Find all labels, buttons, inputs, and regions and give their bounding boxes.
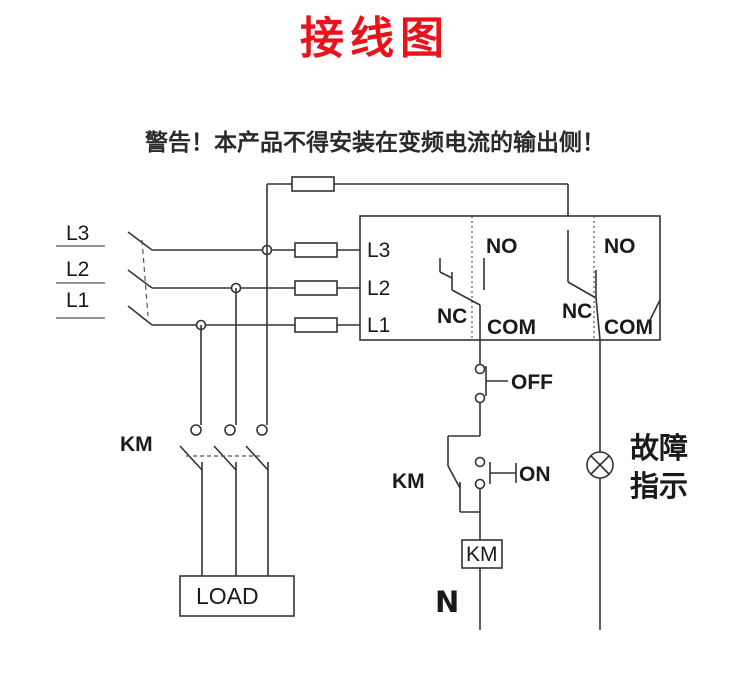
- on-terminal-bottom: [474, 478, 486, 490]
- km-aux-label: KM: [392, 470, 425, 493]
- on-label: ON: [519, 463, 551, 486]
- diagram-title: 接线图: [300, 13, 450, 64]
- phase-lines: [127, 231, 295, 326]
- fuse-top: [291, 176, 335, 192]
- fault-indicator: 故障 指示: [586, 340, 688, 630]
- fault-label-line2: 指示: [630, 469, 688, 503]
- breaker-switch-l1: [127, 305, 153, 326]
- fuse-l3: [294, 242, 338, 258]
- km-hold-contact: [447, 465, 461, 489]
- breaker-link: [141, 239, 149, 317]
- breaker-switch-l2: [127, 269, 153, 289]
- phase-label-l3: L3: [66, 222, 89, 245]
- com-wire-right-upper: [595, 297, 601, 341]
- fault-label-line1: 故障: [630, 431, 688, 465]
- fuses: [291, 176, 363, 333]
- km-contact-3: [245, 445, 269, 471]
- off-terminal-bottom: [474, 392, 486, 404]
- contact-com-left: COM: [487, 316, 536, 339]
- contact-no-right: NO: [604, 235, 636, 258]
- km-main-label: KM: [120, 433, 153, 456]
- km-terminal: [224, 424, 236, 436]
- relay-box: [359, 215, 661, 341]
- km-terminal: [256, 424, 268, 436]
- top-bus: [200, 183, 569, 425]
- warning-text: 警告！本产品不得安装在变频电流的输出侧！: [145, 130, 605, 156]
- nc-contact-left-link: [439, 271, 453, 279]
- load-label: LOAD: [196, 583, 259, 609]
- km-coil-label: KM: [466, 543, 498, 566]
- on-switch: KM ON: [392, 435, 551, 540]
- contact-no-left: NO: [486, 235, 518, 258]
- km-terminal: [190, 424, 202, 436]
- load-box: [179, 575, 295, 617]
- contact-nc-right: NC: [562, 300, 592, 323]
- com-arm-right: [567, 281, 597, 299]
- contact-nc-left: NC: [437, 305, 467, 328]
- contact-com-right: COM: [604, 316, 653, 339]
- fuse-l1: [294, 317, 338, 333]
- breaker-switch-l3: [127, 231, 153, 251]
- relay-notch: [649, 299, 661, 321]
- off-switch: OFF: [474, 363, 553, 436]
- km-contact-2: [213, 445, 237, 471]
- phase-label-l2: L2: [66, 258, 89, 281]
- relay-input-l2: L2: [367, 277, 390, 300]
- off-terminal-top: [474, 363, 486, 375]
- com-arm-left: [451, 289, 481, 306]
- lamp-cross: [590, 455, 610, 475]
- relay-input-l3: L3: [367, 239, 390, 262]
- phase-labels: L3 L2 L1: [56, 222, 105, 319]
- phase-label-l1: L1: [66, 289, 89, 312]
- neutral-label: N: [435, 585, 459, 619]
- main-contactor: KM: [120, 424, 269, 576]
- load-group: LOAD: [179, 575, 295, 617]
- fuse-l2: [294, 280, 338, 296]
- relay-input-l1: L1: [367, 314, 390, 337]
- km-contact-1: [179, 445, 203, 471]
- relay-module: L3 L2 L1 NO NO NC NC COM COM: [359, 215, 661, 365]
- on-terminal-top: [474, 456, 486, 468]
- km-coil: [461, 539, 503, 569]
- off-label: OFF: [511, 371, 553, 394]
- km-coil-group: KM N: [435, 539, 503, 630]
